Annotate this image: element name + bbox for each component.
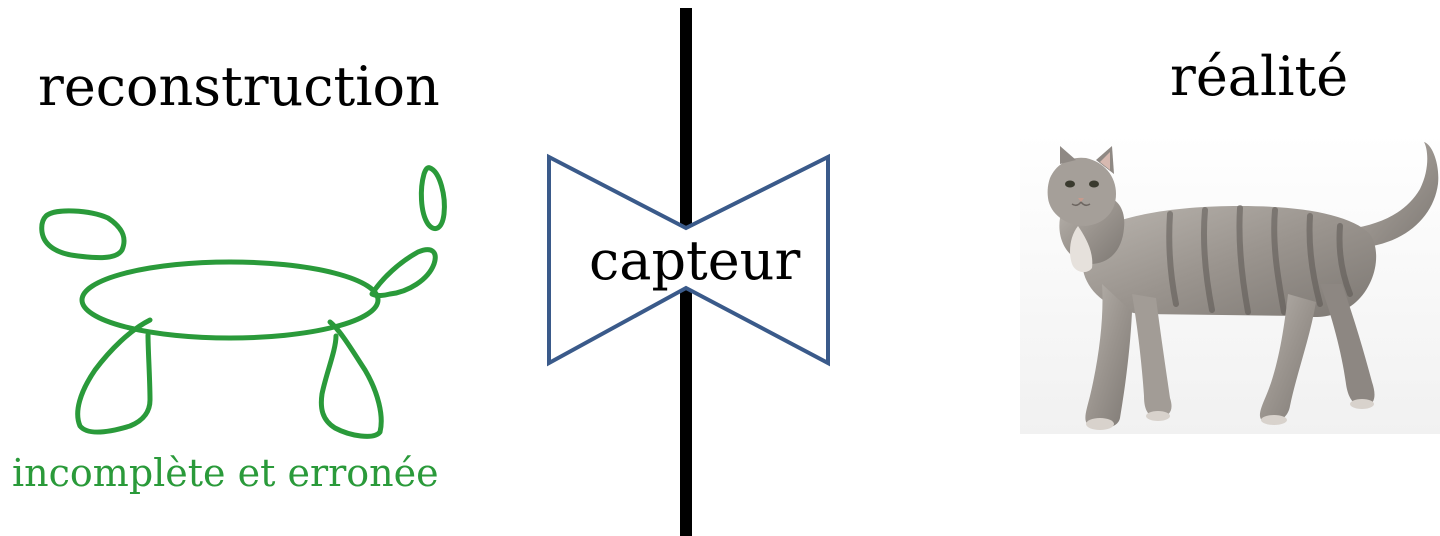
sketch-leg-left <box>78 320 150 432</box>
sketch-tail <box>372 250 435 296</box>
cat-icon <box>1020 134 1440 434</box>
sketch-right-top-blob <box>421 168 444 229</box>
reconstruction-caption: incomplète et erronée <box>12 454 439 492</box>
sketch-leg-right <box>321 322 381 436</box>
sketch-left-blob <box>42 211 124 258</box>
reality-title: réalité <box>1170 50 1348 104</box>
